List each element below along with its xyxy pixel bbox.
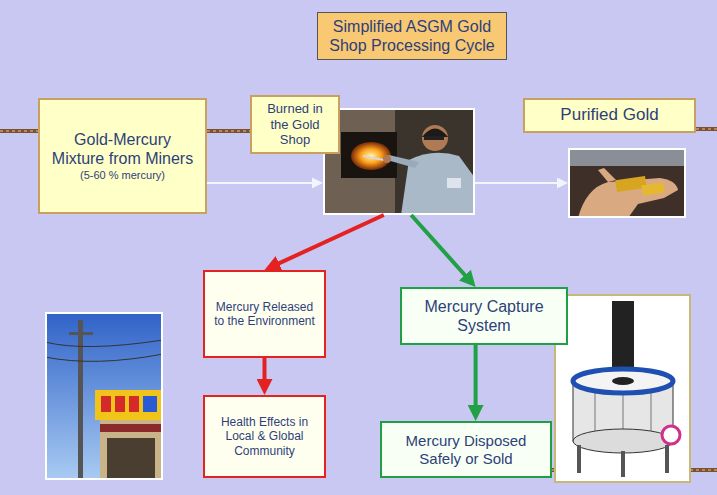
capture-system-drawing [662,426,680,444]
capture-system-drawing [555,295,690,482]
capture-system-drawing [612,377,634,385]
gold-shop-photo [69,332,93,335]
capture-system-drawing [621,451,625,477]
gold-shop-photo [45,340,163,347]
node-text: Gold-Mercury Mixture from Miners [47,130,198,168]
gold-bar-photo [568,148,686,218]
furnace-photo [387,155,419,168]
furnace-photo [383,155,391,163]
gold-shop-photo [45,312,163,480]
furnace-photo [323,108,475,215]
connector-arrow [475,182,559,184]
connector-arrow [474,345,478,408]
gold-bar-photo [568,148,686,166]
furnace-photo [424,136,444,140]
capture-system-drawing [577,445,581,473]
furnace-photo [447,178,461,188]
node-text: Mercury Disposed Safely or Sold [389,432,543,468]
rope-line [0,129,38,133]
gold-bar-photo [641,183,664,196]
hazard-box: Mercury Released to the Environment [203,270,326,358]
capture-system-drawing [665,445,669,473]
furnace-photo [422,125,448,151]
gold-bar-photo [568,148,686,218]
connector-arrow [411,215,467,277]
capture-system-drawing [573,369,673,393]
gold-shop-photo [46,313,162,479]
capture-system-drawing [612,301,634,375]
solution-box: Mercury Capture System [400,287,568,345]
rope-line [696,128,717,130]
node-text: Health Effects in Local & Global Communi… [212,415,317,458]
gold-shop-photo [129,396,139,412]
gold-shop-photo [78,320,83,480]
node-label-box: Purified Gold [523,98,696,133]
gold-shop-photo [45,312,163,480]
gold-shop-photo [107,438,155,480]
node-text: Mercury Released to the Environment [212,300,317,329]
output-node: Purified Gold [523,98,696,218]
solution-box: Mercury Disposed Safely or Sold [380,421,552,478]
furnace-photo [351,142,391,170]
title-text: Simplified ASGM Gold Shop Processing Cyc… [326,17,498,55]
connector-arrow [263,358,267,382]
rope-line [696,127,717,131]
photo-frame [568,148,686,218]
furnace-photo [323,108,475,215]
node-label-box: Burned in the Gold Shop [250,95,340,154]
rope-line [0,130,38,132]
furnace-photo [341,132,397,178]
node-text: Burned in the Gold Shop [259,101,331,148]
node-subtext: (5-60 % mercury) [47,169,198,182]
capture-system-drawing [573,429,673,453]
capture-system-drawing [555,295,690,482]
input-box: Gold-Mercury Mixture from Miners(5-60 % … [38,98,207,214]
node-text: Purified Gold [532,105,687,125]
gold-bar-photo [598,168,616,182]
node-text: Mercury Capture System [409,297,559,335]
gold-bar-photo [569,149,685,217]
gold-shop-photo [101,396,111,412]
gold-shop-photo [45,354,163,361]
gold-shop-photo [115,396,125,412]
gold-shop-photo [100,424,163,432]
gold-shop-photo [95,390,163,420]
furnace-photo [422,129,448,138]
rope-line [207,129,250,133]
process-photo-node: Burned in the Gold Shop [323,108,475,215]
connector-arrow [276,215,384,265]
furnace-photo [324,109,474,214]
title-box: Simplified ASGM Gold Shop Processing Cyc… [317,12,507,60]
hazard-box: Health Effects in Local & Global Communi… [203,395,326,478]
gold-shop-photo [143,396,157,412]
connector-arrow [207,182,314,184]
rope-line [207,130,250,132]
